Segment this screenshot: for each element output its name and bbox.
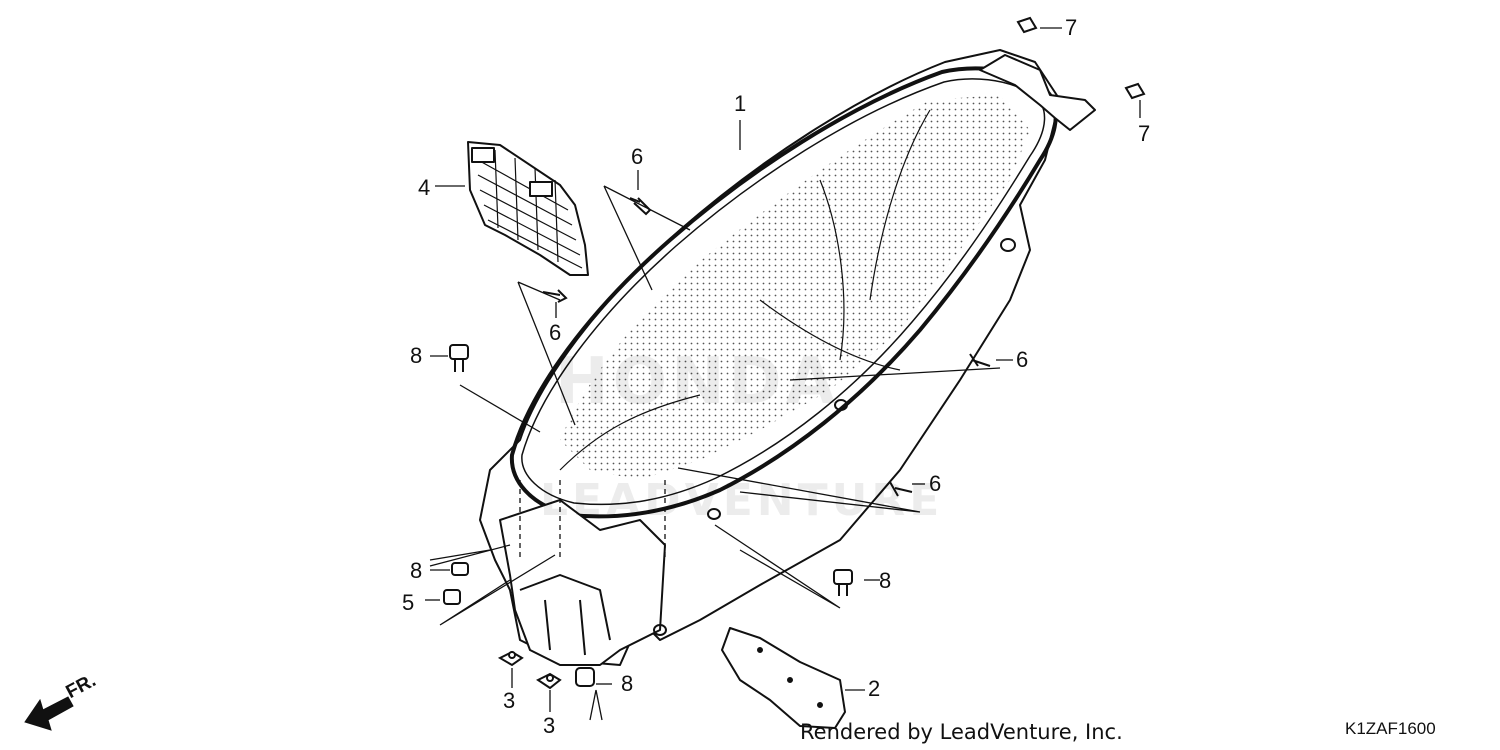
- leader-lines: [425, 27, 1141, 721]
- callout-5[interactable]: 5: [402, 590, 415, 615]
- callout-2[interactable]: 2: [868, 676, 881, 701]
- cover-plate[interactable]: [721, 627, 846, 729]
- watermark-honda: HONDA: [555, 345, 840, 419]
- bolt-set[interactable]: [443, 344, 853, 687]
- callout-6b[interactable]: 6: [549, 320, 562, 345]
- clip-7a[interactable]: [1016, 16, 1038, 34]
- grille-cover[interactable]: [467, 141, 589, 276]
- luggage-box[interactable]: [479, 49, 1096, 666]
- callout-8a[interactable]: 8: [410, 343, 423, 368]
- callout-8c[interactable]: 8: [879, 568, 892, 593]
- callout-3b[interactable]: 3: [543, 713, 556, 738]
- callout-8b[interactable]: 8: [410, 558, 423, 583]
- diagram-code: K1ZAF1600: [1345, 719, 1436, 738]
- callout-1[interactable]: 1: [734, 91, 747, 116]
- callout-3a[interactable]: 3: [503, 688, 516, 713]
- callout-7b[interactable]: 7: [1138, 121, 1151, 146]
- callout-6c[interactable]: 6: [1016, 347, 1029, 372]
- nut-3b[interactable]: [536, 672, 562, 690]
- credit-text: Rendered by LeadVenture, Inc.: [800, 720, 1123, 744]
- callout-7a[interactable]: 7: [1065, 15, 1078, 40]
- clip-7b[interactable]: [1124, 82, 1146, 100]
- callout-6a[interactable]: 6: [631, 144, 644, 169]
- callout-4[interactable]: 4: [418, 175, 431, 200]
- callout-8d[interactable]: 8: [621, 671, 634, 696]
- callout-6d[interactable]: 6: [929, 471, 942, 496]
- front-arrow-icon: [24, 696, 74, 731]
- nut-3a[interactable]: [497, 650, 524, 667]
- watermark-leadventure: LEADVENTURE: [540, 475, 944, 526]
